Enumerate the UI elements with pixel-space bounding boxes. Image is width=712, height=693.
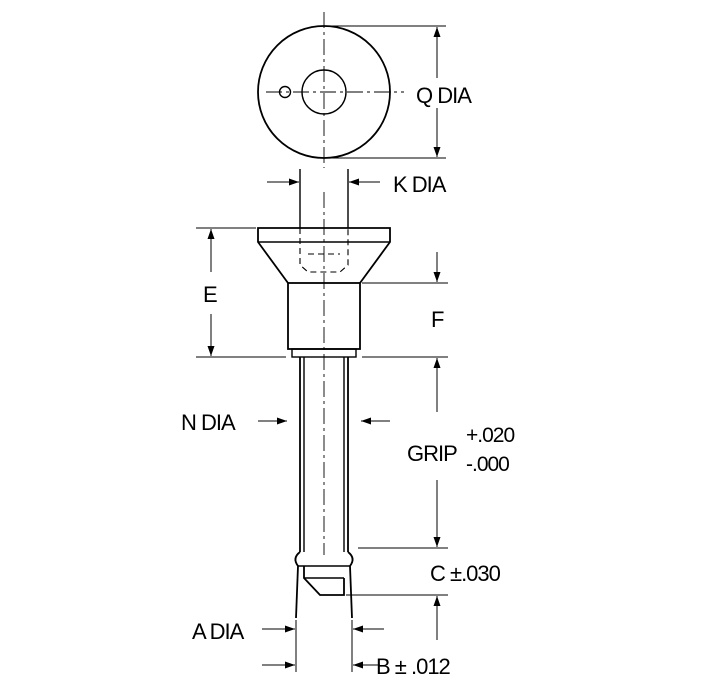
grip-label: GRIP — [407, 441, 457, 466]
q-dia-label: Q DIA — [416, 83, 472, 108]
n-dia-label: N DIA — [181, 410, 236, 435]
pin-shank — [294, 357, 354, 619]
grip-dimension — [358, 358, 448, 549]
e-label: E — [203, 282, 217, 307]
a-dia-dimension — [262, 620, 384, 672]
c-tolerance-label: C ±.030 — [430, 561, 501, 586]
a-dia-label: A DIA — [192, 619, 245, 644]
k-dia-label: K DIA — [393, 172, 447, 197]
c-dimension — [346, 594, 448, 640]
e-dimension — [196, 227, 286, 358]
f-dimension — [362, 252, 448, 358]
q-dia-dimension — [330, 25, 446, 159]
top-view — [257, 12, 404, 168]
shank-stub — [299, 169, 349, 228]
grip-minus-tolerance: -.000 — [466, 453, 509, 476]
grip-plus-tolerance: +.020 — [466, 424, 514, 447]
b-tolerance-label: B ± .012 — [376, 654, 451, 679]
f-label: F — [431, 307, 444, 332]
